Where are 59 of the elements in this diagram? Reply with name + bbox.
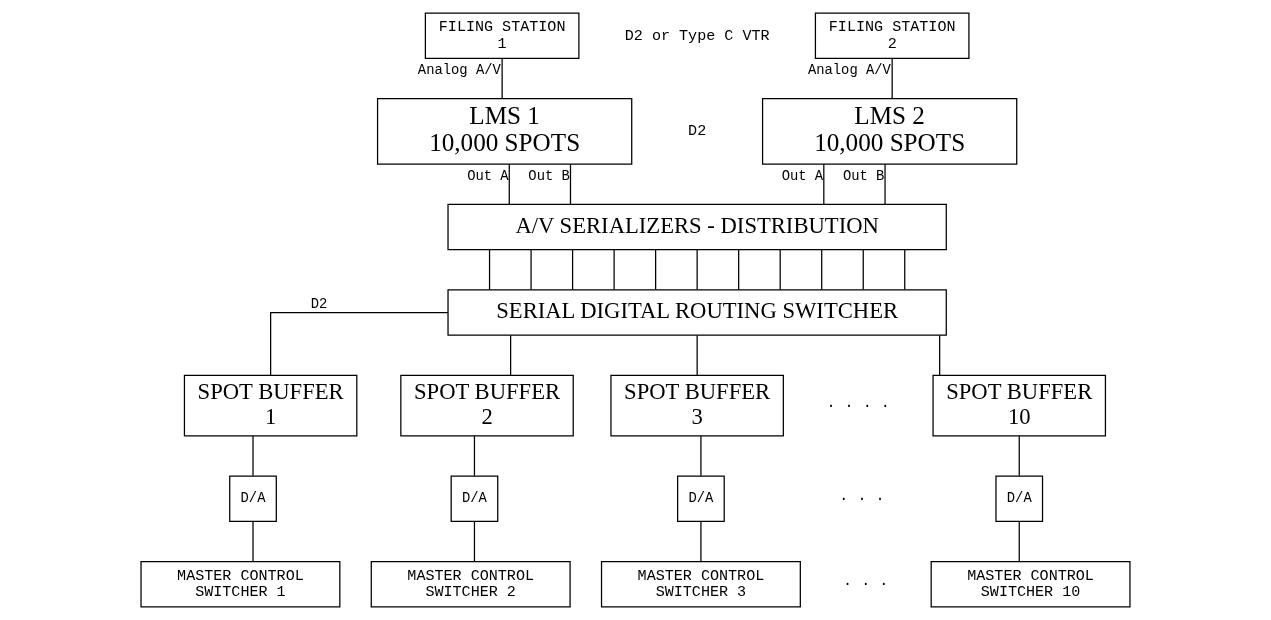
connector [508,163,510,205]
connector [252,521,254,562]
connector [613,249,615,291]
connector [569,163,572,205]
edge-label: Out A [781,168,824,185]
node-box: D/A [995,475,1044,522]
node-box: SPOT BUFFER 2 [400,374,574,437]
connector [473,521,476,562]
label: D2 [688,122,707,141]
node-box: D/A [450,475,499,522]
connector [862,249,864,291]
label: · · · · [826,396,890,415]
edge-label: Out A [467,168,509,185]
connector [779,249,781,291]
edge-label: Analog A/V [807,62,891,79]
connector [700,435,702,477]
connector [884,163,886,205]
connector [510,334,512,376]
connector [655,249,657,291]
node-box: D/A [229,475,277,522]
connector [821,249,823,291]
connector [700,521,702,562]
connector [501,57,503,99]
connector [904,249,906,291]
node-box: SPOT BUFFER 10 [932,374,1107,437]
label: · · · [839,489,885,508]
node-box: SPOT BUFFER 1 [183,374,358,437]
node-box: SERIAL DIGITAL ROUTING SWITCHER [447,289,947,336]
connector [1018,435,1020,477]
connector [696,249,698,291]
node-box: D/A [677,475,725,522]
node-box: MASTER CONTROL SWITCHER 2 [370,561,571,608]
edge-label: Out B [528,168,570,185]
node-box: FILING STATION 2 [814,12,970,59]
node-box: SPOT BUFFER 3 [610,374,784,437]
connector [939,334,941,376]
connector [488,249,491,291]
node-box: MASTER CONTROL SWITCHER 10 [930,561,1131,608]
node-box: A/V SERIALIZERS - DISTRIBUTION [447,203,947,251]
connector [891,57,893,99]
node-box: MASTER CONTROL SWITCHER 3 [600,561,801,608]
connector [571,249,574,291]
edge-label: D2 [310,296,328,313]
connector [530,249,532,291]
connector [738,249,740,291]
node-box: MASTER CONTROL SWITCHER 1 [140,561,341,608]
connector [696,334,698,376]
label: D2 or Type C VTR [624,26,770,45]
edge-label: Analog A/V [417,62,501,79]
connector [823,163,825,205]
connector [270,311,449,376]
edge-label: Out B [842,168,885,185]
connector [252,435,254,477]
node-box: FILING STATION 1 [424,12,580,59]
node-box: LMS 1 10,000 SPOTS [376,98,633,165]
node-box: LMS 2 10,000 SPOTS [761,98,1018,165]
connector [1018,521,1020,562]
connector [473,435,476,477]
label: · · · [843,575,889,594]
